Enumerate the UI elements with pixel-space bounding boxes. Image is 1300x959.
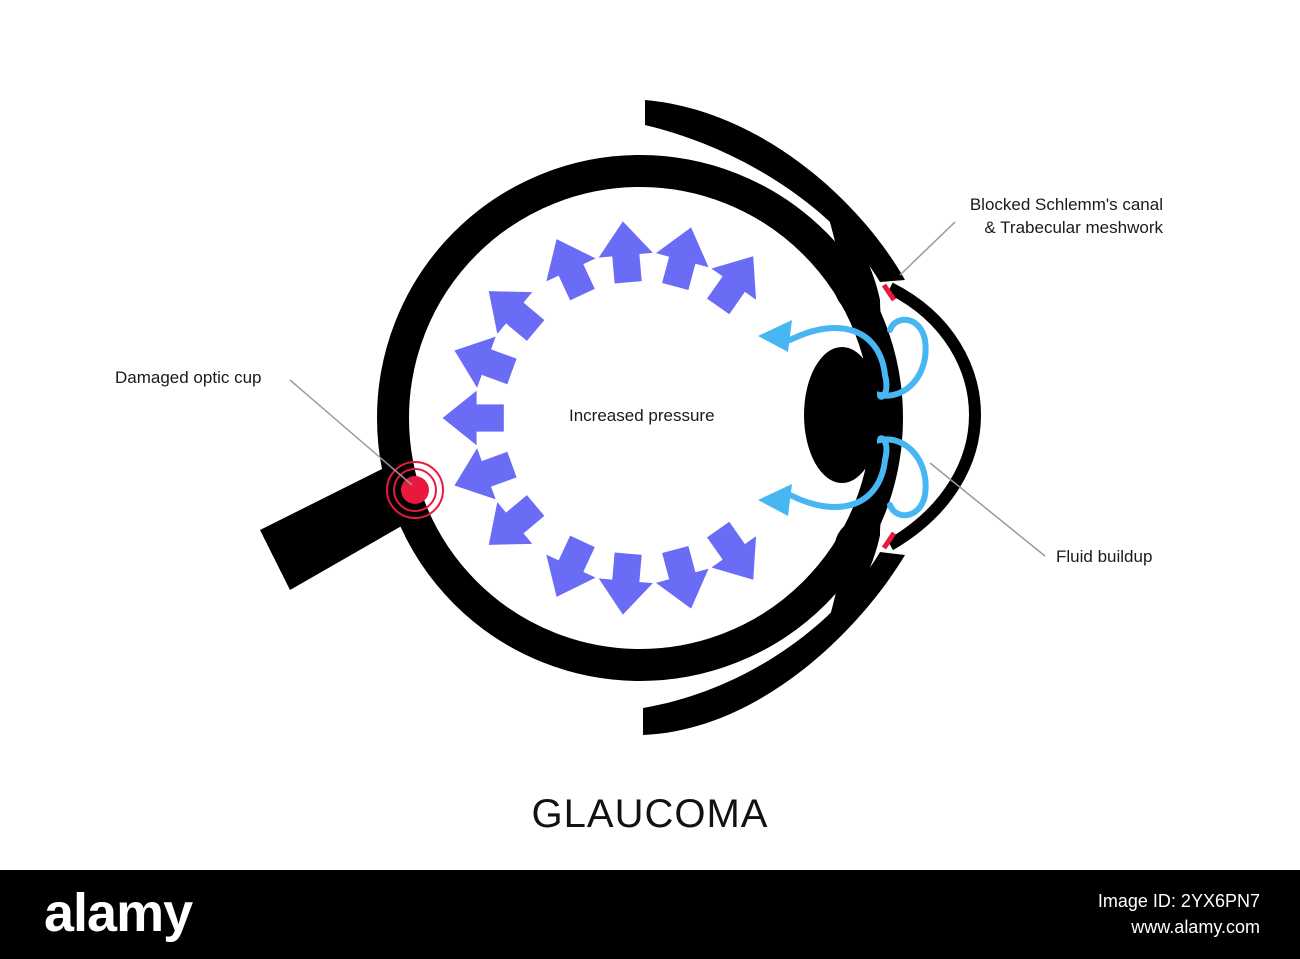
fluid-buildup-label: Fluid buildup xyxy=(1056,547,1153,566)
upper-eyelid xyxy=(645,100,905,282)
leader-schlemm xyxy=(899,221,956,276)
schlemm-label-line2: & Trabecular meshwork xyxy=(984,218,1163,237)
watermark-footer: alamy Image ID: 2YX6PN7 www.alamy.com xyxy=(0,870,1300,959)
lower-eyelid xyxy=(643,552,905,735)
increased-pressure-label: Increased pressure xyxy=(569,406,715,425)
blocked-meshwork-upper xyxy=(881,283,897,302)
upper-iris xyxy=(820,185,893,362)
diagram-title: GLAUCOMA xyxy=(531,792,769,836)
schlemm-label-line1: Blocked Schlemm's canal xyxy=(969,195,1163,214)
blocked-meshwork-lower xyxy=(881,531,897,550)
cornea xyxy=(886,282,982,551)
lower-iris xyxy=(820,470,893,650)
leader-fluid xyxy=(929,462,1046,557)
lens xyxy=(804,347,880,483)
fluid-loops xyxy=(787,316,929,519)
damaged-optic-cup xyxy=(386,461,444,519)
site-url: www.alamy.com xyxy=(1131,917,1260,937)
fluid-arrowhead-lower xyxy=(758,484,792,516)
optic-cup-label: Damaged optic cup xyxy=(115,368,262,387)
image-id: Image ID: 2YX6PN7 xyxy=(1097,891,1260,911)
fluid-arrowhead-upper xyxy=(758,320,792,352)
eye-diagram xyxy=(260,100,1046,735)
optic-nerve xyxy=(260,465,412,590)
image-id-block: Image ID: 2YX6PN7 www.alamy.com xyxy=(1098,888,1260,940)
leader-optic-cup xyxy=(289,379,413,486)
brand-logo: alamy xyxy=(44,883,193,943)
schlemm-canal-label: Blocked Schlemm's canal & Trabecular mes… xyxy=(970,193,1163,239)
